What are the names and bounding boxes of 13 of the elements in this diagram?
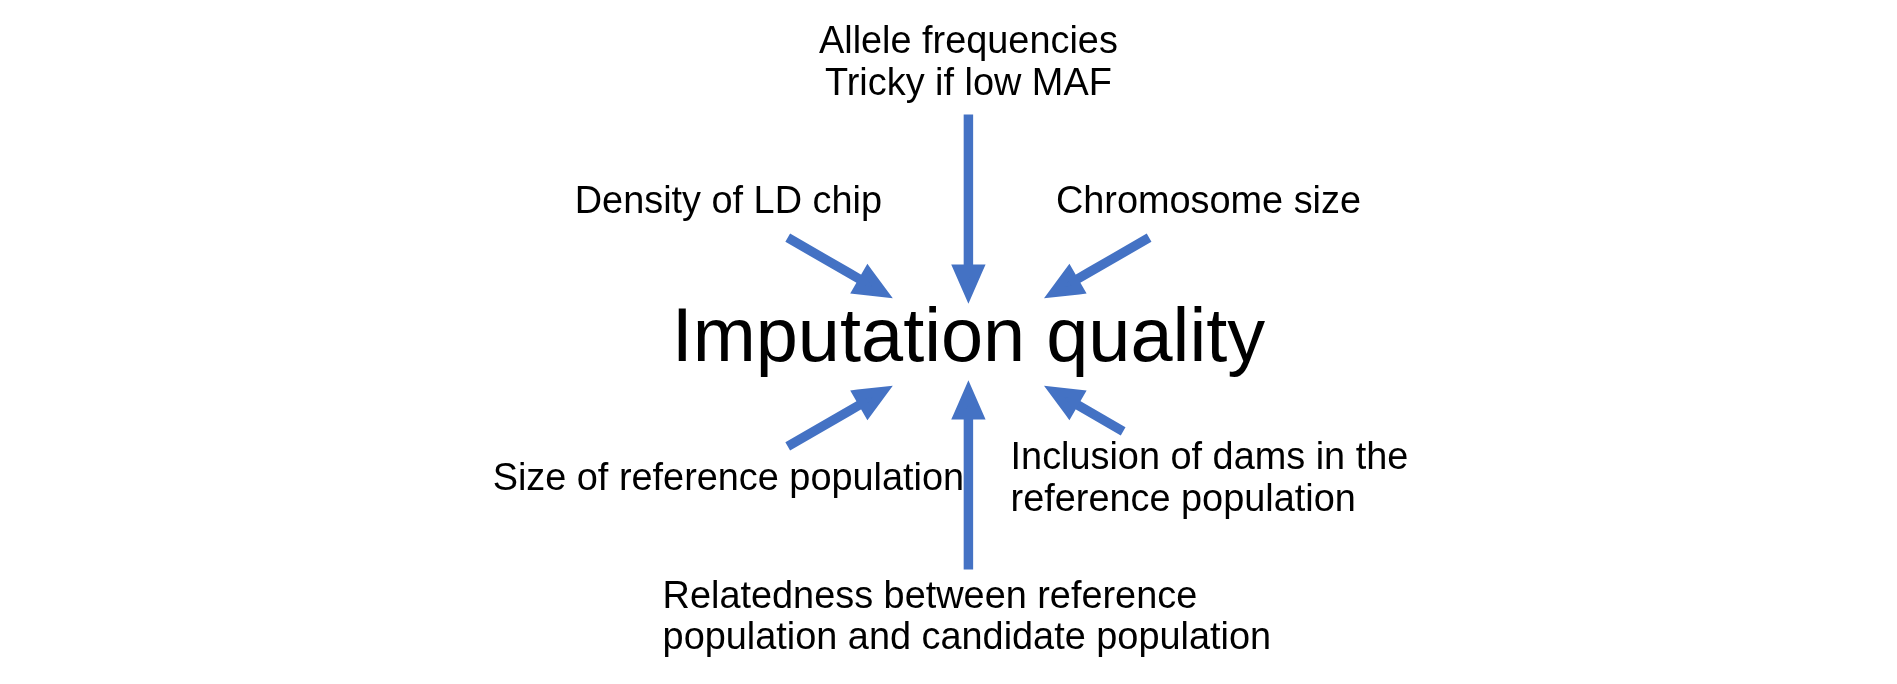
arrow xyxy=(784,385,893,451)
node-text: Imputation quality xyxy=(671,291,1265,377)
node-text: Relatedness between reference population and candidate population xyxy=(662,573,1271,658)
node-text: Size of reference population xyxy=(492,456,964,499)
node-text: Density of LD chip xyxy=(574,178,882,221)
node-text: Allele frequencies Tricky if low MAF xyxy=(818,19,1118,104)
arrow xyxy=(950,114,986,304)
arrow xyxy=(784,233,893,299)
arrow xyxy=(1043,385,1125,436)
node-text: Inclusion of dams in the reference population xyxy=(1010,435,1408,519)
node-text: Chromosome size xyxy=(1055,178,1361,221)
arrow xyxy=(1043,233,1151,299)
arrow xyxy=(950,380,986,570)
